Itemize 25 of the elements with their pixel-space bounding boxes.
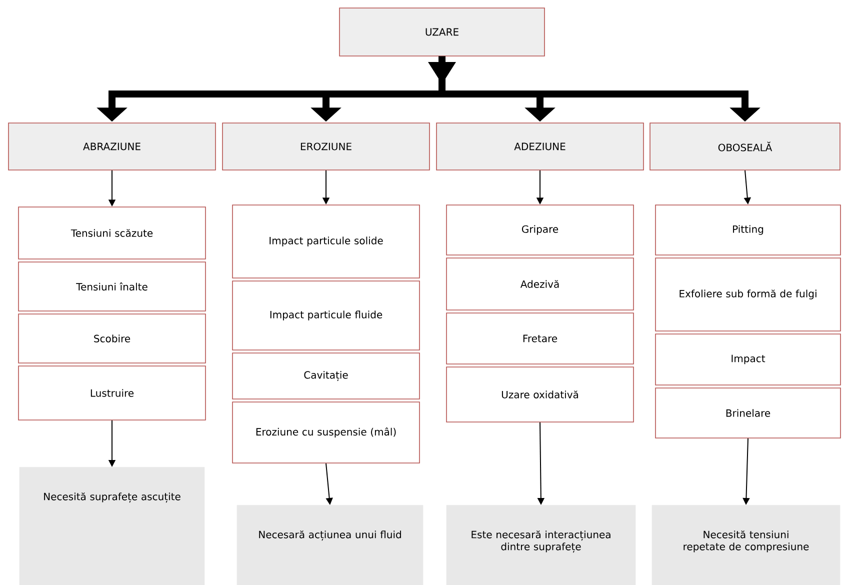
type-box: Lustruire xyxy=(18,366,206,420)
type-box: Adezivă xyxy=(446,258,634,310)
type-box: Cavitație xyxy=(232,352,420,400)
root-box: UZARE xyxy=(339,8,545,56)
category-box: ADEZIUNE xyxy=(436,122,644,170)
category-box: ABRAZIUNE xyxy=(8,122,216,170)
type-box: Impact particule solide xyxy=(232,204,420,278)
category-box: EROZIUNE xyxy=(222,122,430,170)
type-box: Scobire xyxy=(18,314,206,364)
note-box: Necesită tensiuni repetate de compresiune xyxy=(652,505,840,585)
type-box: Eroziune cu suspensie (mâl) xyxy=(232,402,420,464)
type-box: Impact particule fluide xyxy=(232,280,420,350)
type-box: Gripare xyxy=(446,204,634,256)
category-box: OBOSEALĂ xyxy=(650,122,840,170)
type-box: Tensiuni înalte xyxy=(18,262,206,312)
type-box: Pitting xyxy=(655,204,841,256)
note-box: Necesită suprafețe ascuțite xyxy=(19,467,205,585)
type-box: Fretare xyxy=(446,312,634,364)
type-box: Brinelare xyxy=(655,388,841,438)
type-box: Uzare oxidativă xyxy=(446,366,634,422)
note-box: Este necesară interacțiunea dintre suprafețe xyxy=(446,505,636,585)
note-box: Necesară acțiunea unui fluid xyxy=(236,505,424,585)
type-box: Tensiuni scăzute xyxy=(18,206,206,260)
type-box: Impact xyxy=(655,334,841,386)
type-box: Exfoliere sub formă de fulgi xyxy=(655,258,841,332)
